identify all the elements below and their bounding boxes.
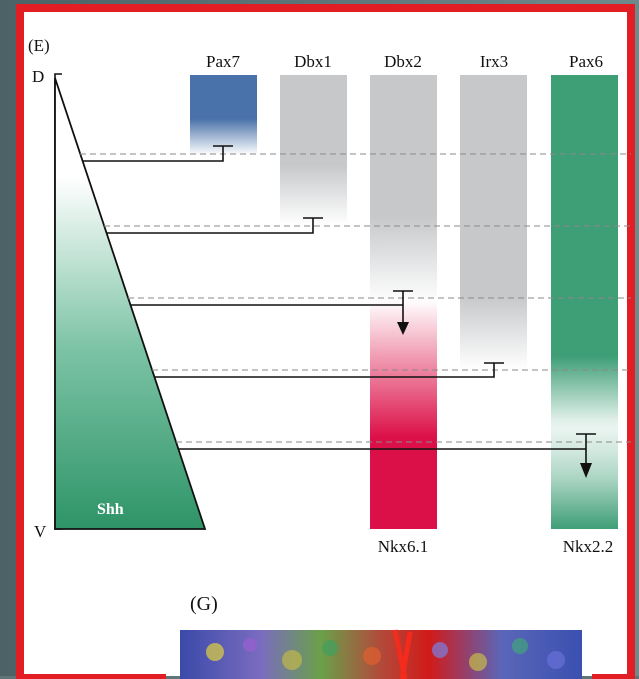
column-label-dbx1: Dbx1 <box>294 52 332 71</box>
threshold-dashed-lines <box>80 153 631 443</box>
dorsal-label: D <box>32 67 44 86</box>
red-border-bottom-right <box>592 674 635 679</box>
panel-g-label: (G) <box>190 593 218 615</box>
shh-label: Shh <box>97 501 124 518</box>
repression-connector-pax7 <box>82 145 233 162</box>
nkx22-expression-bar <box>551 420 618 529</box>
arrowhead-pax6 <box>580 463 592 478</box>
pax6-expression-bar <box>551 75 618 455</box>
red-border <box>16 4 635 679</box>
arrowhead-dbx2 <box>397 322 409 335</box>
column-label-irx3: Irx3 <box>480 52 508 71</box>
column-label-dbx2: Dbx2 <box>384 52 422 71</box>
repression-connector-dbx1 <box>106 217 323 234</box>
ventral-label: V <box>34 522 47 541</box>
nkx61-expression-bar <box>370 300 437 529</box>
dbx2-expression-bar <box>370 75 437 303</box>
micrograph-image <box>180 629 582 679</box>
label-nkx22: Nkx2.2 <box>563 537 614 556</box>
repression-connector-irx3 <box>154 362 504 378</box>
red-border-bottom-left <box>16 674 166 679</box>
irx3-expression-bar <box>460 75 527 370</box>
dbx1-expression-bar <box>280 75 347 225</box>
panel-e-label: (E) <box>28 36 50 55</box>
label-nkx61: Nkx6.1 <box>378 537 429 556</box>
shh-gradient-wedge <box>54 77 207 530</box>
pax7-expression-bar <box>190 75 257 155</box>
column-label-pax6: Pax6 <box>569 52 603 71</box>
activation-connector-dbx2 <box>130 290 413 325</box>
column-label-pax7: Pax7 <box>206 52 241 71</box>
